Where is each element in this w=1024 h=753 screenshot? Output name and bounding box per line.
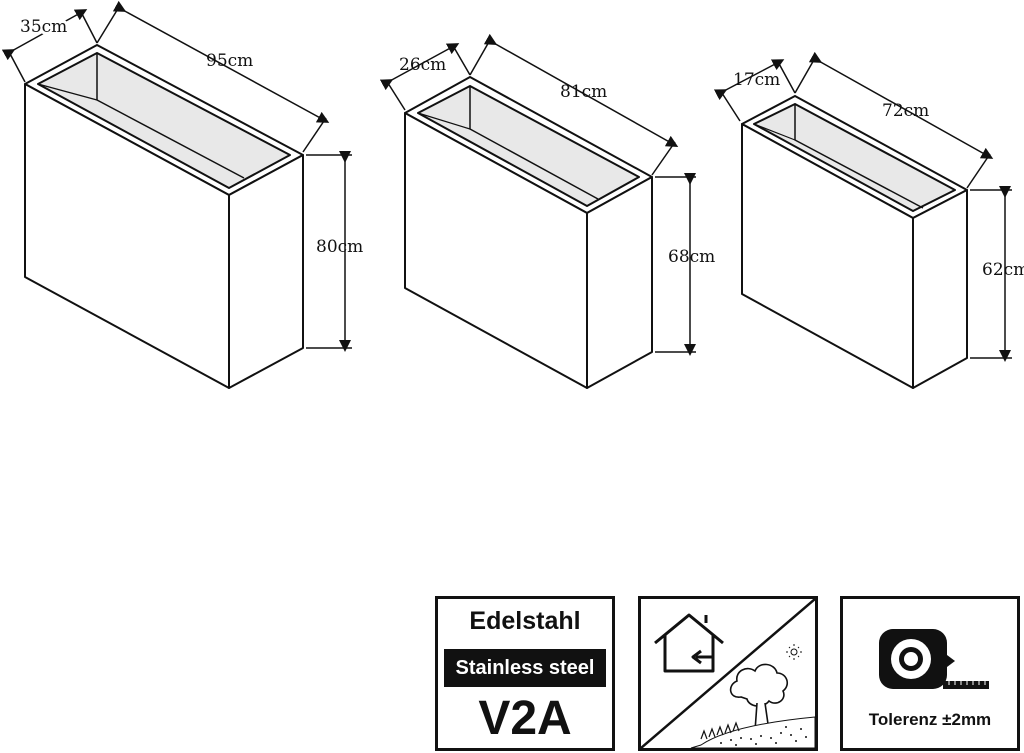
tape-measure-icon [879,629,989,689]
planter-large-height-label: 80cm [316,237,363,257]
indoor-outdoor-badge [638,596,818,751]
planter-medium-height-label: 68cm [668,247,715,267]
tolerance-label: Tolerenz ±2mm [868,710,992,729]
house-indoor-icon [654,613,724,673]
planter-small-depth-label: 17cm [733,70,780,90]
planter-large-depth-label: 35cm [20,17,67,37]
planter-small-width-label: 72cm [882,101,929,121]
material-german-label: Edelstahl [469,607,581,635]
planter-large-depth-text: 35cm [20,17,67,37]
material-english-label: Stainless steel [444,649,606,687]
material-grade-label: V2A [478,692,572,745]
tree-garden-icon [690,663,815,748]
tolerance-badge: Tolerenz ±2mm [840,596,1020,751]
planter-large [24,44,304,389]
planter-large-width-label: 95cm [206,51,253,71]
planter-medium [404,76,653,389]
material-badge: Edelstahl Stainless steel V2A [435,596,615,751]
sun-icon [786,644,802,660]
planter-medium-width-label: 81cm [560,82,607,102]
planter-small [741,95,968,389]
planter-small-height-label: 62cm [982,260,1024,280]
planter-medium-depth-label: 26cm [399,55,446,75]
